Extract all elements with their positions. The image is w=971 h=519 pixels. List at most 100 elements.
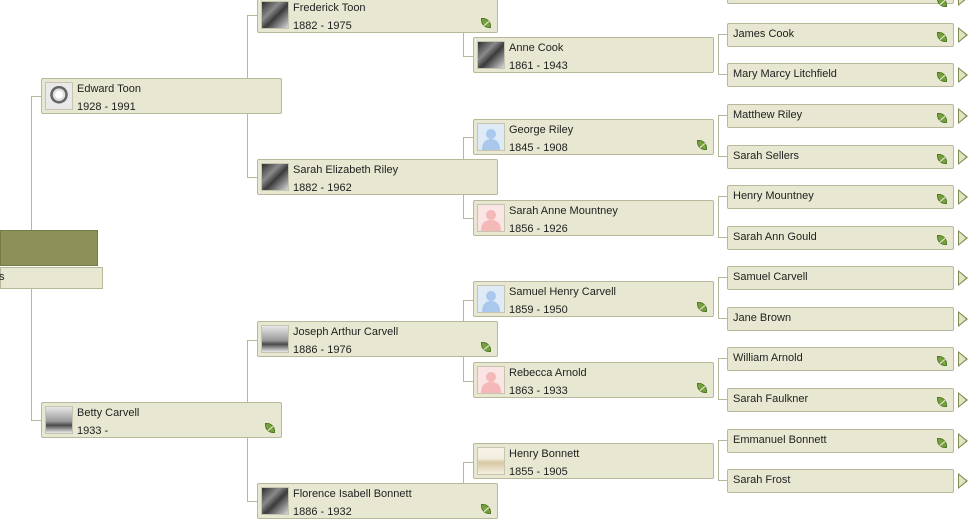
connector-line xyxy=(718,399,727,400)
person-card-gen4[interactable]: Emmanuel Bonnett xyxy=(727,429,954,453)
hint-leaf-icon[interactable] xyxy=(937,438,947,448)
person-dates: 1859 - 1950 xyxy=(509,304,568,316)
hint-leaf-icon[interactable] xyxy=(937,0,947,7)
connector-line xyxy=(718,237,727,238)
document-photo xyxy=(477,447,505,475)
person-card-gen4[interactable]: William Arnold xyxy=(727,347,954,371)
person-card-father[interactable]: Edward Toon 1928 - 1991 xyxy=(41,78,282,114)
person-name: Emmanuel Bonnett xyxy=(733,434,827,446)
person-card-gen4[interactable]: Matthew Riley xyxy=(727,104,954,128)
hint-leaf-icon[interactable] xyxy=(481,342,491,352)
connector-line xyxy=(463,462,473,463)
connector-line xyxy=(718,277,727,278)
expand-arrow-icon[interactable] xyxy=(958,351,968,367)
person-dates: 1855 - 1905 xyxy=(509,466,568,478)
person-card-gen4[interactable]: Sarah Ann Gould xyxy=(727,226,954,250)
female-silhouette-icon xyxy=(477,204,505,232)
person-card-great-grandparent[interactable]: George Riley 1845 - 1908 xyxy=(473,119,714,155)
expand-arrow-icon[interactable] xyxy=(958,149,968,165)
person-name: Rebecca Arnold xyxy=(509,367,587,379)
person-name: Henry Mountney xyxy=(733,190,814,202)
person-name: Sarah Faulkner xyxy=(733,393,809,405)
connector-line xyxy=(718,196,719,237)
hint-leaf-icon[interactable] xyxy=(937,356,947,366)
person-dates: 1928 - 1991 xyxy=(77,101,136,113)
group-photo xyxy=(261,163,289,191)
person-dates: 1845 - 1908 xyxy=(509,142,568,154)
expand-arrow-icon[interactable] xyxy=(958,270,968,286)
person-card-gen4[interactable]: Mary Marcy Litchfield xyxy=(727,63,954,87)
person-card-gen4[interactable]: Sarah Frost xyxy=(727,469,954,493)
hint-leaf-icon[interactable] xyxy=(937,397,947,407)
person-name: Samuel Carvell xyxy=(733,271,808,283)
person-name: Sarah Frost xyxy=(733,474,791,486)
person-card-gen4[interactable]: Samuel Carvell xyxy=(727,266,954,290)
person-card-gen4[interactable]: James Cook xyxy=(727,23,954,47)
expand-arrow-icon[interactable] xyxy=(958,27,968,43)
person-name: Anne Cook xyxy=(509,42,564,54)
person-card-gen4[interactable]: Jane Brown xyxy=(727,307,954,331)
expand-arrow-icon[interactable] xyxy=(958,0,968,6)
hint-leaf-icon[interactable] xyxy=(481,18,491,28)
connector-line xyxy=(247,340,257,341)
person-card-great-grandparent[interactable]: Sarah Anne Mountney 1856 - 1926 xyxy=(473,200,714,236)
person-card-grandparent[interactable]: Joseph Arthur Carvell 1886 - 1976 xyxy=(257,321,498,357)
group-photo xyxy=(261,325,289,353)
connector-line xyxy=(463,381,473,382)
person-name: Sarah Elizabeth Riley xyxy=(293,164,399,176)
expand-arrow-icon[interactable] xyxy=(958,433,968,449)
expand-arrow-icon[interactable] xyxy=(958,67,968,83)
person-card-great-grandparent[interactable]: Rebecca Arnold 1863 - 1933 xyxy=(473,362,714,398)
hint-leaf-icon[interactable] xyxy=(937,194,947,204)
person-name: William Arnold xyxy=(733,352,803,364)
person-card-gen4[interactable]: Henry Mountney xyxy=(727,185,954,209)
hint-leaf-icon[interactable] xyxy=(265,423,275,433)
person-card-gen4[interactable] xyxy=(727,0,954,7)
person-name: Samuel Henry Carvell xyxy=(509,286,616,298)
connector-line xyxy=(247,15,257,16)
person-card-great-grandparent[interactable]: Henry Bonnett 1855 - 1905 xyxy=(473,443,714,479)
connector-line xyxy=(718,318,727,319)
person-dates: 1861 - 1943 xyxy=(509,60,568,72)
person-card-great-grandparent[interactable]: Samuel Henry Carvell 1859 - 1950 xyxy=(473,281,714,317)
connector-line xyxy=(247,501,257,502)
person-card-gen4[interactable]: Sarah Sellers xyxy=(727,145,954,169)
expand-arrow-icon[interactable] xyxy=(958,473,968,489)
connector-line xyxy=(718,34,727,35)
person-card-grandparent[interactable]: Sarah Elizabeth Riley 1882 - 1962 xyxy=(257,159,498,195)
root-person-card[interactable]: s xyxy=(0,267,103,289)
connector-line xyxy=(718,358,727,359)
hint-leaf-icon[interactable] xyxy=(697,383,707,393)
expand-arrow-icon[interactable] xyxy=(958,189,968,205)
expand-arrow-icon[interactable] xyxy=(958,230,968,246)
person-name: Matthew Riley xyxy=(733,109,803,121)
hint-leaf-icon[interactable] xyxy=(697,302,707,312)
portrait-photo xyxy=(261,487,289,515)
connector-line xyxy=(31,420,41,421)
hint-leaf-icon[interactable] xyxy=(937,235,947,245)
connector-line xyxy=(463,56,473,57)
hint-leaf-icon[interactable] xyxy=(937,72,947,82)
person-card-mother[interactable]: Betty Carvell 1933 - xyxy=(41,402,282,438)
hint-leaf-icon[interactable] xyxy=(937,32,947,42)
expand-arrow-icon[interactable] xyxy=(958,392,968,408)
person-name: George Riley xyxy=(509,124,574,136)
hint-leaf-icon[interactable] xyxy=(481,504,491,514)
connector-line xyxy=(718,480,727,481)
person-name: Sarah Ann Gould xyxy=(733,231,817,243)
person-dates: 1856 - 1926 xyxy=(509,223,568,235)
expand-arrow-icon[interactable] xyxy=(958,311,968,327)
hint-leaf-icon[interactable] xyxy=(697,140,707,150)
male-silhouette-icon xyxy=(477,285,505,313)
expand-arrow-icon[interactable] xyxy=(958,108,968,124)
person-dates: 1886 - 1932 xyxy=(293,506,352,518)
hint-leaf-icon[interactable] xyxy=(937,113,947,123)
person-card-grandparent[interactable]: Frederick Toon 1882 - 1975 xyxy=(257,0,498,33)
person-card-grandparent[interactable]: Florence Isabell Bonnett 1886 - 1932 xyxy=(257,483,498,519)
root-person-card-header[interactable] xyxy=(0,230,98,266)
connector-line xyxy=(718,74,727,75)
person-card-great-grandparent[interactable]: Anne Cook 1861 - 1943 xyxy=(473,37,714,73)
connector-line xyxy=(718,115,727,116)
person-card-gen4[interactable]: Sarah Faulkner xyxy=(727,388,954,412)
hint-leaf-icon[interactable] xyxy=(937,154,947,164)
